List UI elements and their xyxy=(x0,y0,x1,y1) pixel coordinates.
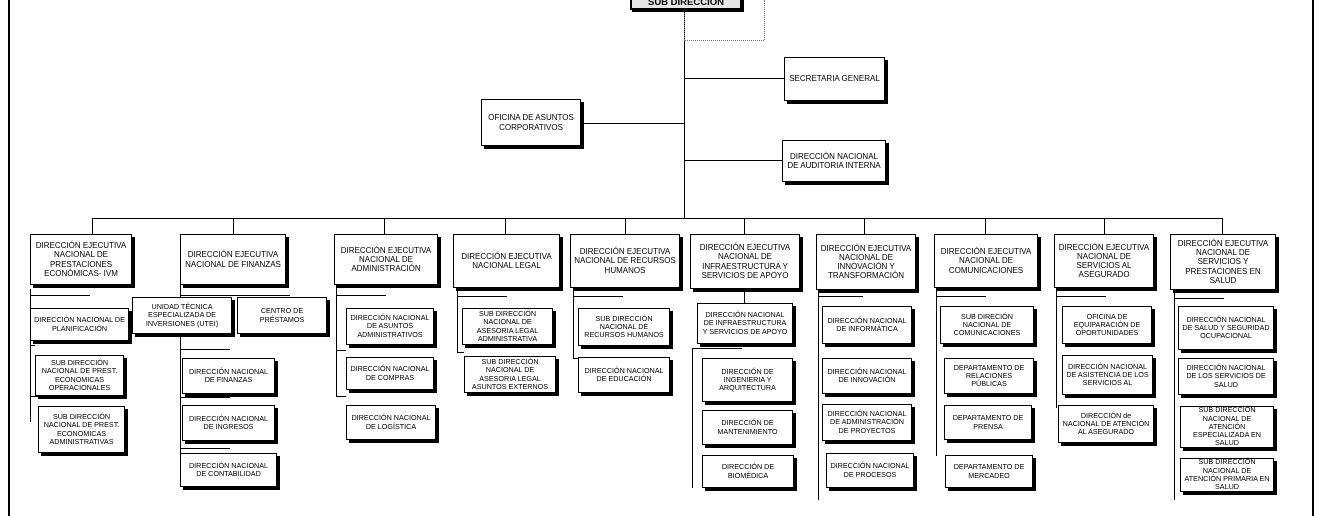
division-head-innovacion: DIRECCIÓN EJECUTIVA NACIONAL DE INNOVACI… xyxy=(816,234,916,290)
unit-spine-line xyxy=(692,348,693,488)
unit-spine-line xyxy=(180,285,181,453)
unit-branch-line xyxy=(818,296,863,297)
unit-box: SUB DIRECIÓN NACIONAL DE COMUNICACIONES xyxy=(940,306,1034,344)
division-head-finanzas: DIRECCIÓN EJECUTIVA NACIONAL DE FINANZAS xyxy=(180,234,286,285)
unit-spine-line xyxy=(1174,290,1175,500)
secretaria-general-box: SECRETARIA GENERAL xyxy=(784,57,885,101)
unit-box: DIRECCIÓN DE MANTENIMIENTO xyxy=(702,410,793,445)
unit-box: DIRECCIÓN NACIONAL DE INNOVACIÓN xyxy=(822,358,912,394)
unit-branch-line xyxy=(573,358,578,359)
unit-box: SUB DIRECCIÓN NACIONAL DE RECURSOS HUMAN… xyxy=(578,308,670,346)
unit-box: DIRECCIÓN NACIONAL DE LOS SERVICIOS DE S… xyxy=(1178,358,1274,395)
unit-box: DIRECCIÓN NACIONAL DE PROCESOS xyxy=(826,453,914,488)
dotted-connector xyxy=(684,0,685,40)
unit-box: DIRECCIÓN NACIONAL DE CONTABILIDAD xyxy=(180,453,277,487)
unit-branch-line xyxy=(30,345,35,346)
unit-branch-line xyxy=(30,295,90,296)
division-head-legal: DIRECCIÓN EJECUTIVA NACIONAL LEGAL xyxy=(453,234,560,288)
unit-box: DEPARTAMENTO DE RELACIONES PÚBLICAS xyxy=(944,358,1034,394)
side-unit-box: UNIDAD TÉCNICA ESPECIALIZADA DE INVERSIO… xyxy=(132,297,232,334)
unit-box: SUB DIRECCIÓN NACIONAL DE ASESORIA LEGAL… xyxy=(462,308,553,345)
oficina-asuntos-corporativos-box: OFICINA DE ASUNTOS CORPORATIVOS xyxy=(481,99,581,146)
unit-box: DEPARTAMENTO DE PRENSA xyxy=(944,405,1032,440)
unit-spine-line xyxy=(1056,288,1057,408)
division-head-infraestructura: DIRECCIÓN EJECUTIVA NACIONAL DE INFRAEST… xyxy=(690,234,800,289)
unit-box: DIRECCIÓN NACIONAL DE LOGÍSTICA xyxy=(346,405,436,440)
unit-box: DIRECCIÓN NACIONAL DE ADMINISTRACIÓN DE … xyxy=(822,404,912,441)
unit-box: DIRECCIÓN NACIONAL DE PLANIFICACIÓN xyxy=(30,308,129,341)
division-head-comunicaciones: DIRECCIÓN EJECUTIVA NACIONAL DE COMUNICA… xyxy=(934,234,1038,288)
unit-branch-line xyxy=(936,296,986,297)
unit-box: DIRECCIÓN NACIONAL DE ASUNTOS ADMINISTRA… xyxy=(346,308,434,345)
unit-box: DIRECCIÓN NACIONAL DE INGRESOS xyxy=(182,405,275,441)
division-drop-line xyxy=(505,218,506,234)
unit-box: SUB DIRECCIÓN NACIONAL DE ASESORIA LEGAL… xyxy=(464,356,556,393)
unit-box: DIRECCIÓN de NACIONAL DE ATENCIÓN AL ASE… xyxy=(1058,405,1154,443)
page-frame xyxy=(8,0,1314,516)
unit-branch-line xyxy=(336,350,346,351)
unit-branch-line xyxy=(1056,296,1106,297)
unit-box: DIRECCIÓN NACIONAL DE INFORMÁTICA xyxy=(822,306,912,344)
unit-box: SUB DIRECCIÓN NACIONAL DE PREST. ECONOMI… xyxy=(35,355,124,396)
unit-spine-line xyxy=(744,289,745,303)
division-drop-line xyxy=(985,218,986,234)
unit-branch-line xyxy=(336,295,386,296)
division-drop-line xyxy=(92,218,93,234)
unit-box: DIRECCIÓN NACIONAL DE INFRAESTRUCTURA Y … xyxy=(697,303,793,344)
unit-branch-line xyxy=(336,396,346,397)
staff-connector xyxy=(684,160,784,161)
side-unit-box: CENTRO DE PRÉSTAMOS xyxy=(237,297,327,334)
dotted-connector xyxy=(764,0,765,40)
unit-spine-line xyxy=(818,290,819,500)
sub-direccion-box: SUB DIRECCIÓN xyxy=(630,0,742,10)
unit-box: DIRECCIÓN DE BIOMÉDICA xyxy=(702,455,794,488)
unit-box: DIRECCIÓN NACIONAL DE EDUCACIÓN xyxy=(578,357,670,393)
unit-box: DIRECCIÓN DE INGENIERIA Y ARQUITECTURA xyxy=(702,358,793,402)
unit-box: DIRECCIÓN NACIONAL DE ASISTENCIA DE LOS … xyxy=(1062,355,1153,395)
unit-branch-line xyxy=(692,348,742,349)
unit-spine-line xyxy=(936,288,937,456)
unit-box: DEPARTAMENTO DE MERCADEO xyxy=(945,455,1033,488)
unit-box: SUB DIRECCIÓN NACIONAL DE PREST. ECONOMI… xyxy=(38,406,125,453)
unit-branch-line xyxy=(1174,298,1224,299)
unit-branch-line xyxy=(180,448,230,449)
division-bus-line xyxy=(92,218,1222,219)
division-drop-line xyxy=(233,218,234,234)
unit-branch-line xyxy=(180,397,230,398)
unit-branch-line xyxy=(457,352,464,353)
dotted-connector xyxy=(684,40,764,41)
auditoria-interna-box: DIRECCIÓN NACIONAL DE AUDITORIA INTERNA xyxy=(782,140,886,182)
unit-branch-line xyxy=(180,295,290,296)
division-head-salud: DIRECCIÓN EJECUTIVA NACIONAL DE SERVICIO… xyxy=(1170,234,1276,290)
division-drop-line xyxy=(625,218,626,234)
division-head-prestaciones-economicas: DIRECCIÓN EJECUTIVA NACIONAL DE PRESTACI… xyxy=(30,234,132,285)
unit-spine-line xyxy=(30,289,31,422)
division-head-administracion: DIRECCIÓN EJECUTIVA NACIONAL DE ADMINIST… xyxy=(334,234,438,285)
division-head-servicios-asegurado: DIRECCIÓN EJECUTIVA NACIONAL DE SERVICIO… xyxy=(1054,234,1154,288)
unit-box: SUB DIRECCIÓN NACIONAL DE ATENCIÓN ESPEC… xyxy=(1180,406,1274,448)
division-head-recursos-humanos: DIRECCIÓN EJECUTIVA NACIONAL DE RECURSOS… xyxy=(570,234,680,288)
unit-box: OFICINA DE EQUIPARACIÓN DE OPORTUNIDADES xyxy=(1062,306,1152,344)
unit-box: DIRECCIÓN NACIONAL DE SALUD Y SEGURIDAD … xyxy=(1178,306,1274,350)
staff-connector xyxy=(580,123,684,124)
division-drop-line xyxy=(864,218,865,234)
unit-box: SUB DIRECCIÓN NACIONAL DE ATENCIÓN PRIMA… xyxy=(1180,458,1274,492)
unit-branch-line xyxy=(573,296,623,297)
unit-box: DIRECCIÓN NACIONAL DE FINANZAS xyxy=(182,358,275,394)
trunk-line xyxy=(684,8,685,218)
division-drop-line xyxy=(384,218,385,234)
unit-spine-line xyxy=(457,288,458,352)
unit-branch-line xyxy=(30,396,38,397)
division-drop-line xyxy=(1222,218,1223,234)
unit-branch-line xyxy=(180,349,230,350)
division-drop-line xyxy=(744,218,745,234)
division-drop-line xyxy=(1104,218,1105,234)
unit-branch-line xyxy=(457,296,507,297)
unit-spine-line xyxy=(336,285,337,397)
unit-box: DIRECCIÓN NACIONAL DE COMPRAS xyxy=(346,357,434,390)
unit-spine-line xyxy=(573,288,574,358)
staff-connector xyxy=(684,78,784,79)
